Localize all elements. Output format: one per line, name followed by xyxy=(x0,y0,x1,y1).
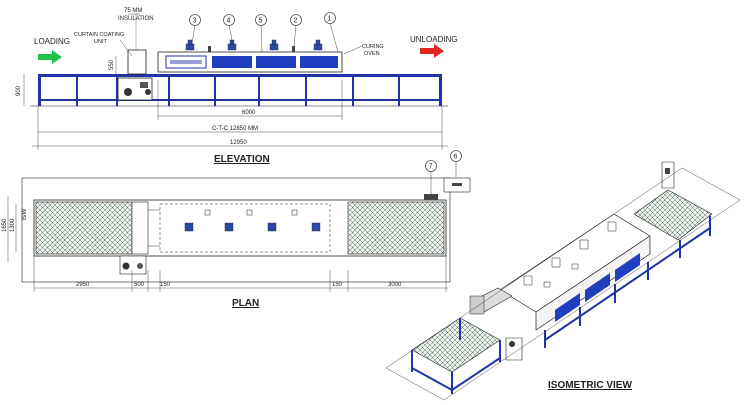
elevation-view: LOADING UNLOADING CURTAIN COATING UNIT C… xyxy=(16,8,458,165)
curing-oven-label-2: OVEN xyxy=(364,51,380,57)
iso-blowers xyxy=(523,221,617,288)
control-panel xyxy=(424,194,438,200)
dim-height: 900 xyxy=(16,85,22,96)
dim-3000: 3000 xyxy=(388,282,402,288)
isometric-title: ISOMETRIC VIEW xyxy=(548,380,632,391)
plan-view: 7 6 1650 1300 B/W 2950 500 150 150 3000 … xyxy=(2,150,471,309)
loading-arrow-icon xyxy=(38,50,62,64)
dim-6000: 6000 xyxy=(242,110,256,116)
elevation-bottom-rail xyxy=(38,99,442,101)
dim-ctc: C-T-C 12850 MM xyxy=(212,126,258,132)
curing-oven-label: CURING xyxy=(362,44,384,50)
dim-1300: 1300 xyxy=(10,218,16,232)
unloading-mesh-section xyxy=(347,201,445,255)
dim-150-left: 150 xyxy=(160,282,171,288)
dim-overall: 12950 xyxy=(230,140,247,146)
callout-1: 1 xyxy=(328,16,332,23)
insulation-value: 75 MM xyxy=(124,8,142,14)
plan-frame xyxy=(33,199,447,257)
curtain-coating-label: CURTAIN COATING xyxy=(74,32,124,38)
plan-title: PLAN xyxy=(232,298,259,309)
callout-3: 3 xyxy=(193,18,197,25)
oven-blowers xyxy=(185,39,323,51)
oven-panel-2 xyxy=(212,56,252,68)
dim-500: 500 xyxy=(134,282,145,288)
elevation-legs xyxy=(38,74,442,106)
callout-2: 2 xyxy=(294,18,298,25)
elevation-title: ELEVATION xyxy=(214,154,270,165)
callout-5: 5 xyxy=(259,18,263,25)
dim-bw: B/W xyxy=(22,208,28,220)
unloading-label: UNLOADING xyxy=(410,35,458,44)
iso-unloading-bed xyxy=(633,189,713,241)
unloading-arrow-icon xyxy=(420,44,444,58)
isometric-view: ISOMETRIC VIEW xyxy=(385,161,741,401)
loading-label: LOADING xyxy=(34,37,70,46)
callout-6: 6 xyxy=(454,154,458,161)
plan-blowers xyxy=(184,209,321,232)
insulation-label: INSULATION xyxy=(118,16,154,22)
dim-550: 550 xyxy=(109,59,115,70)
oven-panel-3 xyxy=(256,56,296,68)
dim-1650: 1650 xyxy=(2,218,8,232)
elevation-callouts xyxy=(189,12,336,26)
dim-150-right: 150 xyxy=(332,282,343,288)
iso-floor xyxy=(385,167,741,401)
callout-7: 7 xyxy=(429,164,433,171)
oven-panel-4 xyxy=(300,56,338,68)
iso-loading-bed xyxy=(411,317,501,373)
callout-4: 4 xyxy=(227,18,231,25)
dim-2950: 2950 xyxy=(76,282,90,288)
plan-coating-unit xyxy=(119,255,147,275)
loading-mesh-section xyxy=(35,201,133,255)
plan-outline xyxy=(21,177,451,283)
plan-oven-roof xyxy=(159,203,331,253)
elevation-top-rail xyxy=(38,74,442,77)
curtain-coating-label-2: UNIT xyxy=(94,39,107,45)
curtain-coating-unit xyxy=(117,49,153,101)
iso-control-cabinet xyxy=(661,161,675,189)
